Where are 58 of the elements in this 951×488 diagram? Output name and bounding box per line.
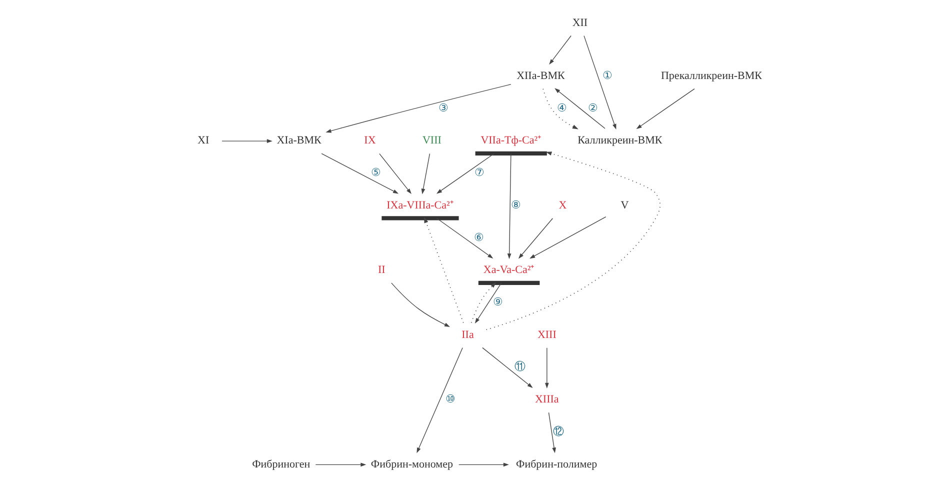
arrow — [583, 35, 616, 130]
arrow — [420, 153, 430, 194]
node-text: IX — [364, 134, 376, 147]
node-text: Фибриноген — [252, 458, 310, 470]
node-text: XIII — [536, 328, 556, 341]
arrow — [436, 153, 494, 194]
arrow — [390, 282, 450, 327]
edge-label: ⑥ — [473, 232, 484, 244]
node-text: XII — [572, 16, 588, 29]
node-text: Xa-Va-Ca²⁺ — [482, 264, 534, 276]
node-text: XIIIa — [534, 394, 558, 406]
node-text: Прекалликреин-ВМК — [660, 70, 762, 82]
edge-label: ② — [588, 102, 598, 114]
arrow — [548, 412, 556, 454]
arrow — [485, 152, 660, 330]
arrow — [542, 88, 578, 130]
edge-label: ⑦ — [474, 167, 484, 180]
arrow — [436, 218, 493, 258]
node-text: X — [558, 199, 566, 212]
arrow — [474, 282, 502, 324]
node-text: XI — [197, 134, 209, 147]
node-text: V — [620, 199, 628, 212]
arrow — [544, 347, 548, 388]
node-text: VIII — [422, 134, 441, 147]
node-text: XIa-ВМК — [276, 134, 321, 147]
arrow — [506, 153, 511, 260]
edge-label: ① — [602, 70, 612, 82]
arrow — [221, 139, 272, 143]
node-text: Фибрин-мономер — [370, 458, 453, 470]
node-text: Фибрин-полимер — [516, 458, 597, 470]
arrow — [548, 35, 571, 65]
arrow — [458, 462, 508, 467]
arrow — [424, 217, 464, 324]
arrow — [529, 216, 606, 259]
arrow — [518, 218, 552, 259]
node-text: IXa-VIIIa-Ca²⁺ — [386, 199, 454, 212]
arrow — [325, 84, 511, 133]
arrow — [314, 462, 366, 467]
edge-label: ④ — [556, 102, 567, 114]
arrow — [320, 153, 398, 194]
edge-label: ⑨ — [492, 296, 503, 308]
edge-label: ③ — [438, 102, 448, 114]
node-text: IIa — [461, 328, 474, 341]
node-text: VIIa-Тф-Ca²⁺ — [480, 134, 542, 147]
arrow — [378, 153, 411, 194]
edge-label: ⑧ — [510, 199, 520, 212]
edge-label: ⑤ — [370, 167, 381, 180]
edge-label: ⑫ — [552, 426, 564, 438]
edge-label: ⑪ — [514, 361, 526, 374]
node-text: II — [378, 264, 385, 276]
node-text: XIIa-ВМК — [516, 70, 564, 82]
arrow — [482, 347, 532, 388]
node-text: Калликреин-ВМК — [577, 134, 662, 147]
arrow — [416, 347, 462, 454]
arrow — [554, 88, 605, 129]
arrow — [636, 88, 694, 130]
arrow — [470, 282, 496, 324]
edge-label: ⑩ — [445, 394, 456, 406]
